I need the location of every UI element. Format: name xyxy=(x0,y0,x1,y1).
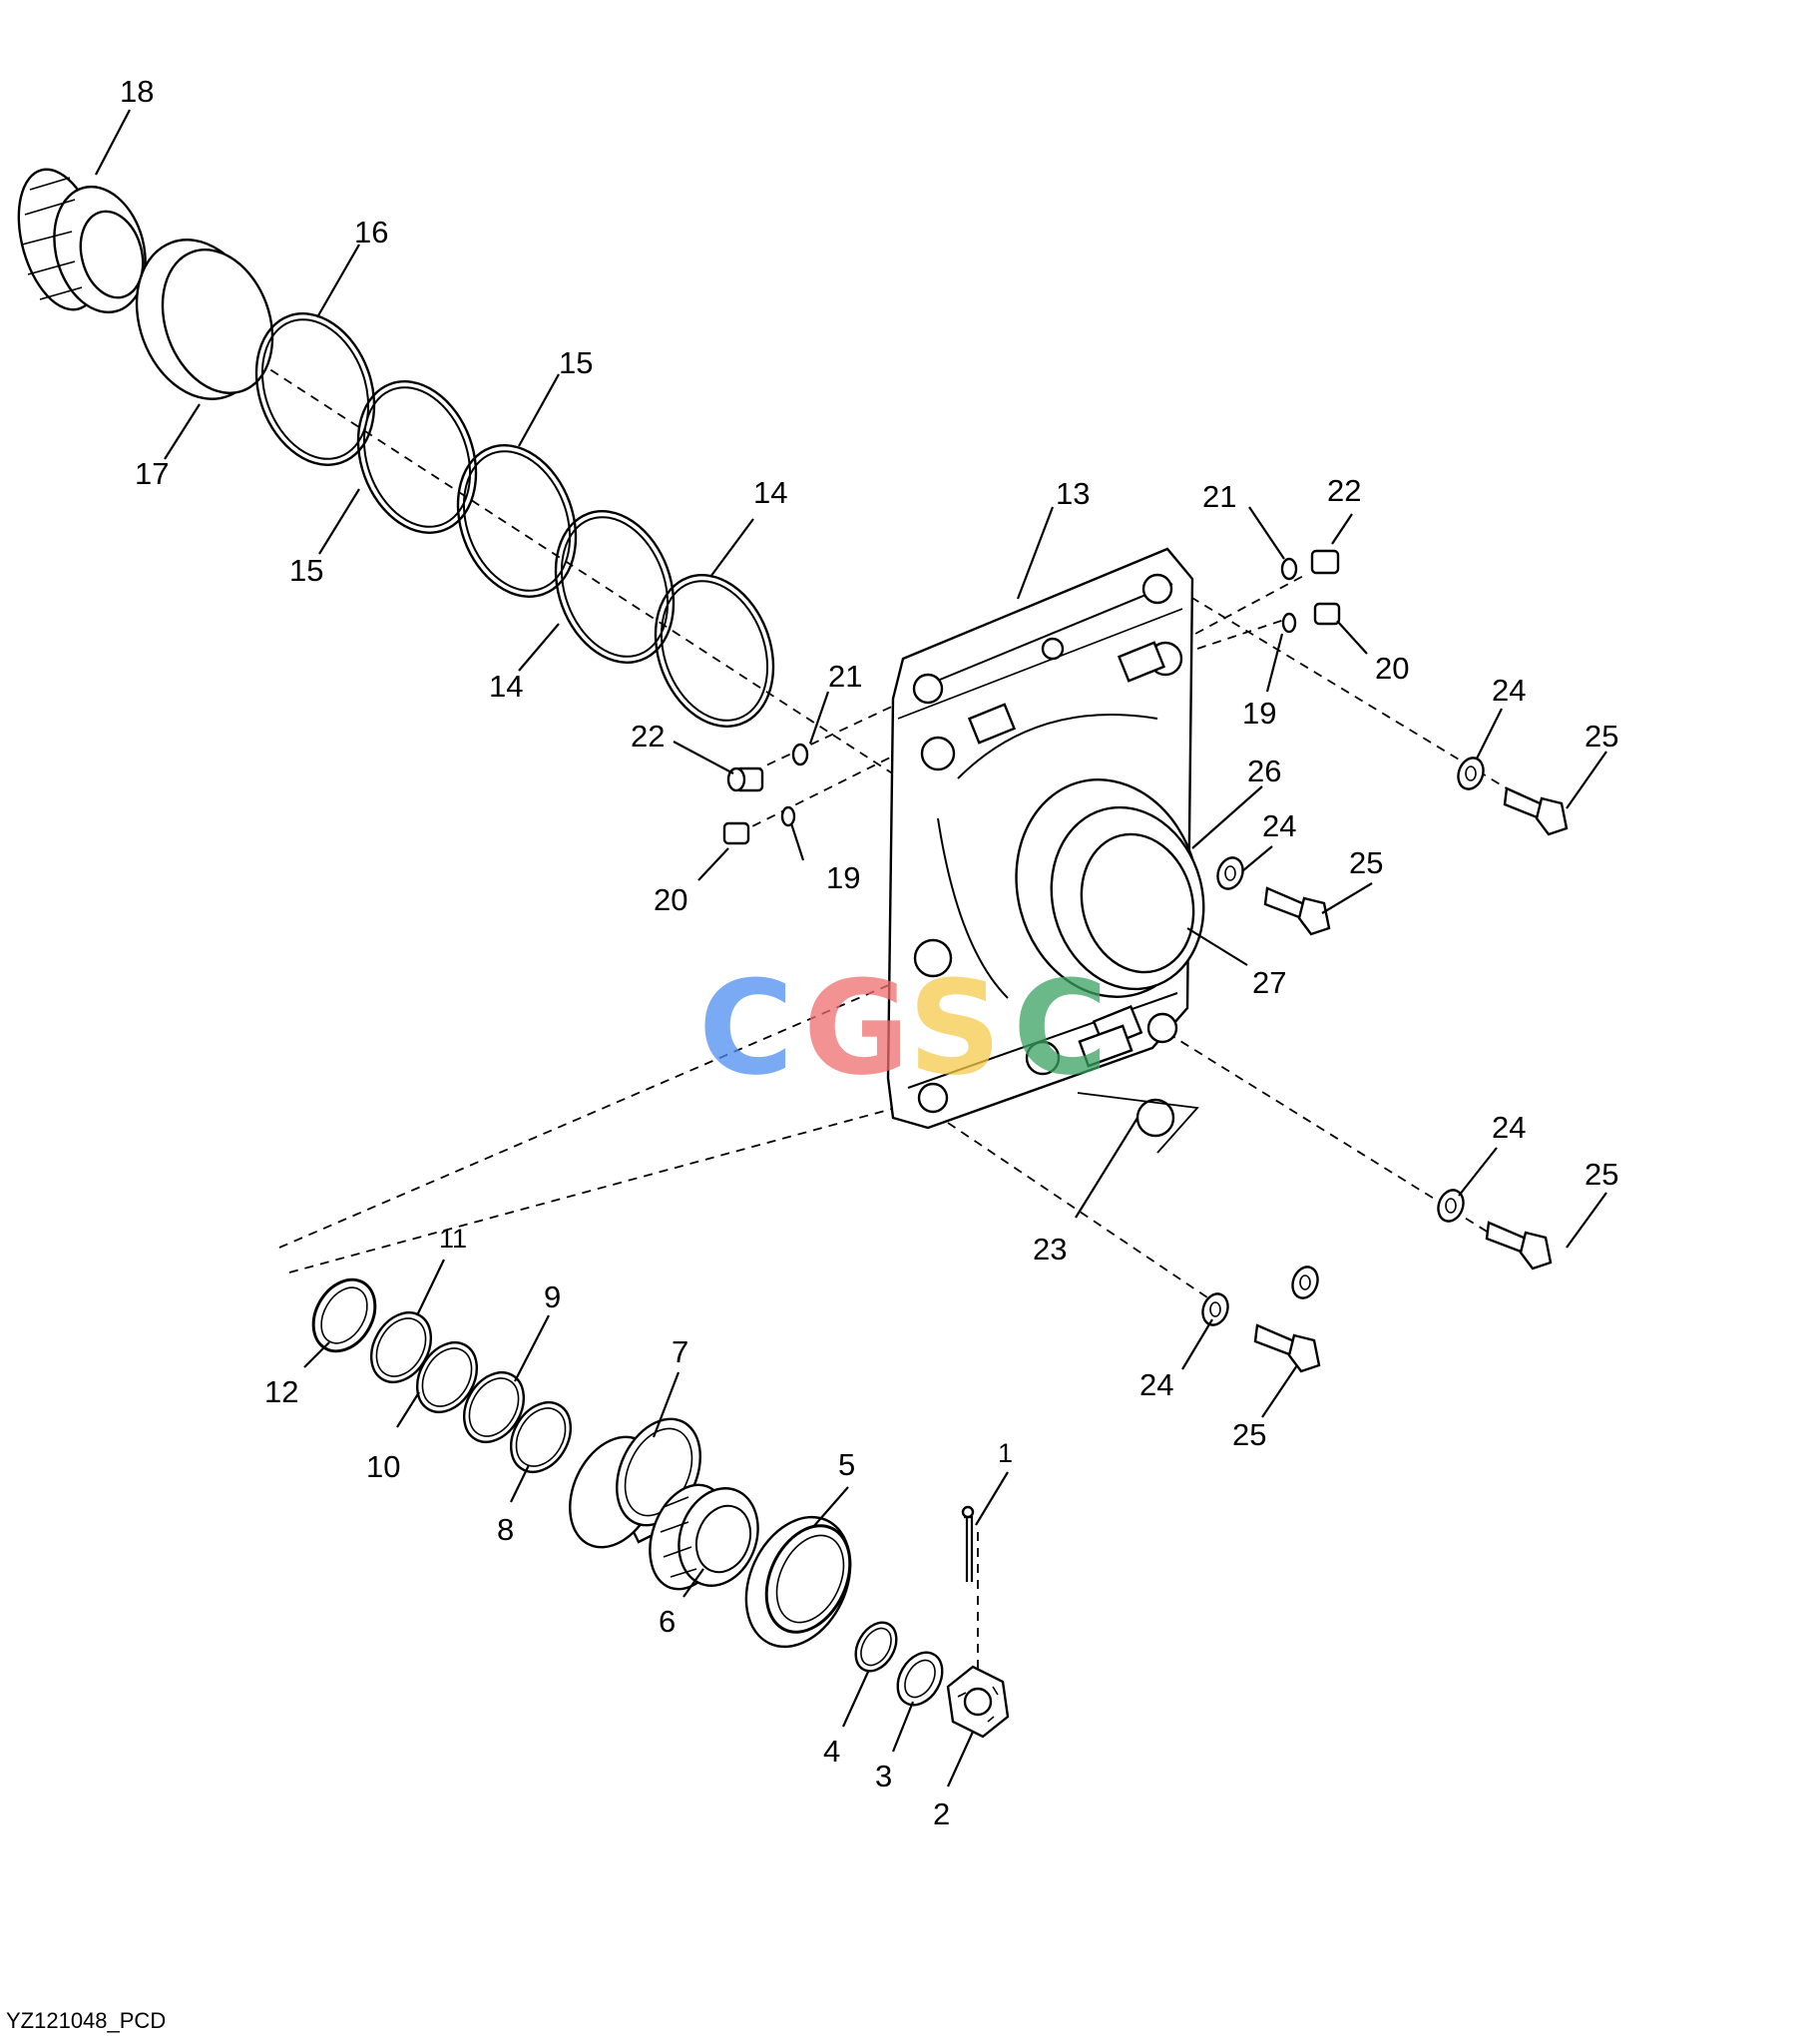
shim-16 xyxy=(254,312,376,466)
callout-16: 16 xyxy=(354,215,388,250)
shim-14-b xyxy=(654,574,775,728)
callout-15-a: 15 xyxy=(289,553,323,588)
callout-4: 4 xyxy=(823,1734,840,1769)
washer-3 xyxy=(896,1651,944,1707)
shim-15-b xyxy=(456,444,578,598)
tapered-roller-bearing-cone-18 xyxy=(17,168,147,314)
shim-10 xyxy=(415,1341,479,1413)
callout-14-a: 14 xyxy=(489,669,523,704)
o-ring-21-right xyxy=(1280,557,1298,581)
callout-22-left: 22 xyxy=(631,719,665,754)
watermark-letter-3: S xyxy=(908,958,1002,1104)
cap-screw-25-a xyxy=(1503,786,1569,836)
callout-21-left: 21 xyxy=(828,659,862,694)
callout-21-right: 21 xyxy=(1202,479,1236,514)
watermark-letter-1: C xyxy=(698,958,793,1104)
watermark-letter-2: G xyxy=(803,958,910,1104)
callout-8: 8 xyxy=(497,1512,514,1547)
leader-lines xyxy=(95,109,1607,1788)
callout-14-b: 14 xyxy=(753,475,787,510)
watermark-letter-4: C xyxy=(1013,958,1108,1104)
plug-22-left xyxy=(726,766,764,792)
o-ring-21-left xyxy=(791,743,809,766)
washer-24-d xyxy=(1201,1292,1229,1326)
shim-9 xyxy=(462,1371,526,1443)
callout-22-right: 22 xyxy=(1327,473,1361,508)
callout-25-d: 25 xyxy=(1232,1417,1266,1452)
callout-10: 10 xyxy=(366,1449,400,1484)
washer-24-c xyxy=(1437,1189,1465,1223)
callout-9: 9 xyxy=(544,1279,561,1314)
shim-14-a xyxy=(554,510,676,664)
callout-24-c: 24 xyxy=(1492,1110,1526,1145)
housing-cover-13 xyxy=(886,547,1205,1154)
washer-extra xyxy=(1291,1266,1319,1299)
callout-26: 26 xyxy=(1247,754,1281,788)
plug-20-right xyxy=(1313,602,1341,626)
plug-22-right xyxy=(1310,549,1340,575)
callout-18: 18 xyxy=(120,74,154,109)
callout-24-a: 24 xyxy=(1492,673,1526,708)
cap-screw-25-d xyxy=(1253,1323,1321,1373)
o-ring-4 xyxy=(854,1621,898,1673)
shim-15-a xyxy=(356,380,478,534)
callout-20-right: 20 xyxy=(1375,651,1409,686)
callout-5: 5 xyxy=(838,1447,855,1482)
callout-17: 17 xyxy=(135,456,169,491)
callout-12: 12 xyxy=(264,1374,298,1409)
castle-nut-2 xyxy=(946,1665,1010,1739)
callout-25-b: 25 xyxy=(1349,845,1383,880)
plug-20-left xyxy=(722,821,750,845)
callout-11: 11 xyxy=(439,1224,467,1254)
callout-2: 2 xyxy=(933,1796,950,1831)
washer-24-a xyxy=(1457,757,1485,790)
callout-19-right: 19 xyxy=(1242,696,1276,731)
callout-6: 6 xyxy=(659,1604,676,1639)
figure-id: YZ121048_PCD xyxy=(6,2008,167,2033)
callout-labels: 18 17 16 15 15 14 14 13 21 22 20 19 21 2… xyxy=(120,74,1618,1831)
callout-25-a: 25 xyxy=(1585,719,1618,754)
o-ring-19-left xyxy=(780,805,796,827)
oil-seal-5 xyxy=(744,1515,852,1649)
callout-7: 7 xyxy=(672,1334,688,1369)
bearing-cup-17 xyxy=(135,239,274,400)
callout-23: 23 xyxy=(1033,1232,1067,1267)
cap-screw-25-c xyxy=(1485,1221,1553,1271)
o-ring-19-right xyxy=(1281,612,1297,634)
callout-20-left: 20 xyxy=(654,882,687,917)
callout-13: 13 xyxy=(1056,476,1090,511)
callout-19-left: 19 xyxy=(826,860,860,895)
seal-12 xyxy=(311,1278,377,1353)
washer-24-b xyxy=(1216,856,1244,890)
bearing-cone-6 xyxy=(649,1483,759,1591)
callout-24-b: 24 xyxy=(1262,808,1296,843)
cotter-pin-1 xyxy=(961,1505,975,1582)
callout-15-b: 15 xyxy=(559,345,593,380)
callout-1: 1 xyxy=(998,1438,1013,1468)
shim-8 xyxy=(509,1401,573,1473)
callout-27: 27 xyxy=(1252,965,1286,1000)
cap-screw-25-b xyxy=(1263,886,1331,936)
callout-25-c: 25 xyxy=(1585,1157,1618,1192)
callout-24-d: 24 xyxy=(1139,1367,1173,1402)
callout-3: 3 xyxy=(875,1759,892,1793)
watermark-logo: C G S C xyxy=(698,958,1108,1104)
